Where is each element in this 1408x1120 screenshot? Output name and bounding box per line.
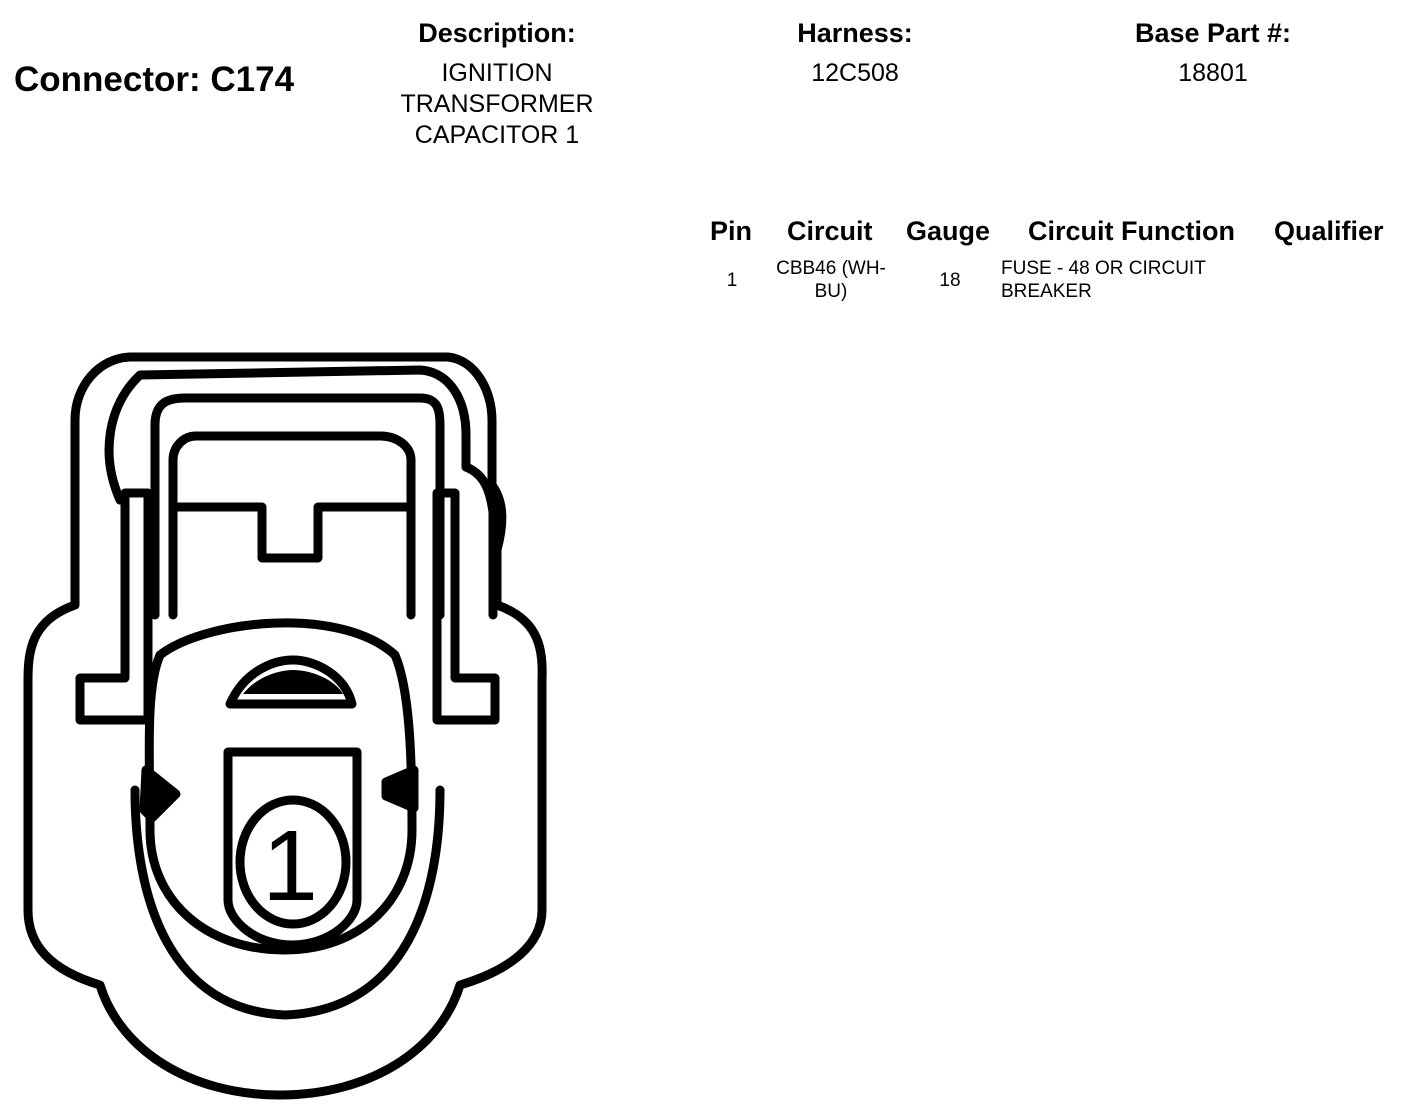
description-value: IGNITION TRANSFORMER CAPACITOR 1 [372,58,622,151]
housing-outline [23,352,547,1100]
left-mounting-tab [75,488,153,725]
latch-notch [170,502,415,563]
circuit-function-line: FUSE - 48 OR CIRCUIT [1001,258,1206,279]
circuit-column-header: Circuit [787,216,873,246]
pin-1-label: 1 [262,810,318,922]
base-part-value: 18801 [1178,59,1248,87]
polarization-key [225,655,357,709]
left-lock-diamond [139,765,181,823]
circuit-function-column-header: Circuit Function [1028,216,1235,246]
pin-cavity-outer-ring [130,785,445,1020]
polarization-key-inner [243,670,343,694]
connector-face-diagram: 1 [23,352,547,1100]
right-lock-diamond [381,765,419,813]
latch-tab [168,431,416,620]
right-mounting-tab [432,488,500,725]
terminal-window [223,747,362,950]
circuit-line: CBB46 (WH- [776,258,886,279]
circuit-function-line: BREAKER [1001,281,1092,302]
connector-title: Connector: C174 [14,60,295,99]
pin-cell: 1 [726,270,738,291]
harness-value: 12C508 [811,59,899,87]
circuit-cell: CBB46 (WH- BU) [765,257,897,303]
base-part-label: Base Part #: [1134,18,1292,48]
description-line: IGNITION [441,59,553,87]
circuit-line: BU) [814,281,848,302]
latch-frame [150,393,445,620]
circuit-function-cell: FUSE - 48 OR CIRCUIT BREAKER [1001,257,1261,303]
housing-inner-contour [104,365,498,620]
harness-label: Harness: [797,18,913,48]
description-label: Description: [418,18,576,48]
pin-column-header: Pin [710,216,753,246]
gauge-column-header: Gauge [906,216,991,246]
qualifier-column-header: Qualifier [1274,216,1384,246]
pin-1-circle [235,795,351,929]
description-line: CAPACITOR 1 [414,121,580,149]
gauge-cell: 18 [939,270,961,291]
description-line: TRANSFORMER [400,90,594,118]
